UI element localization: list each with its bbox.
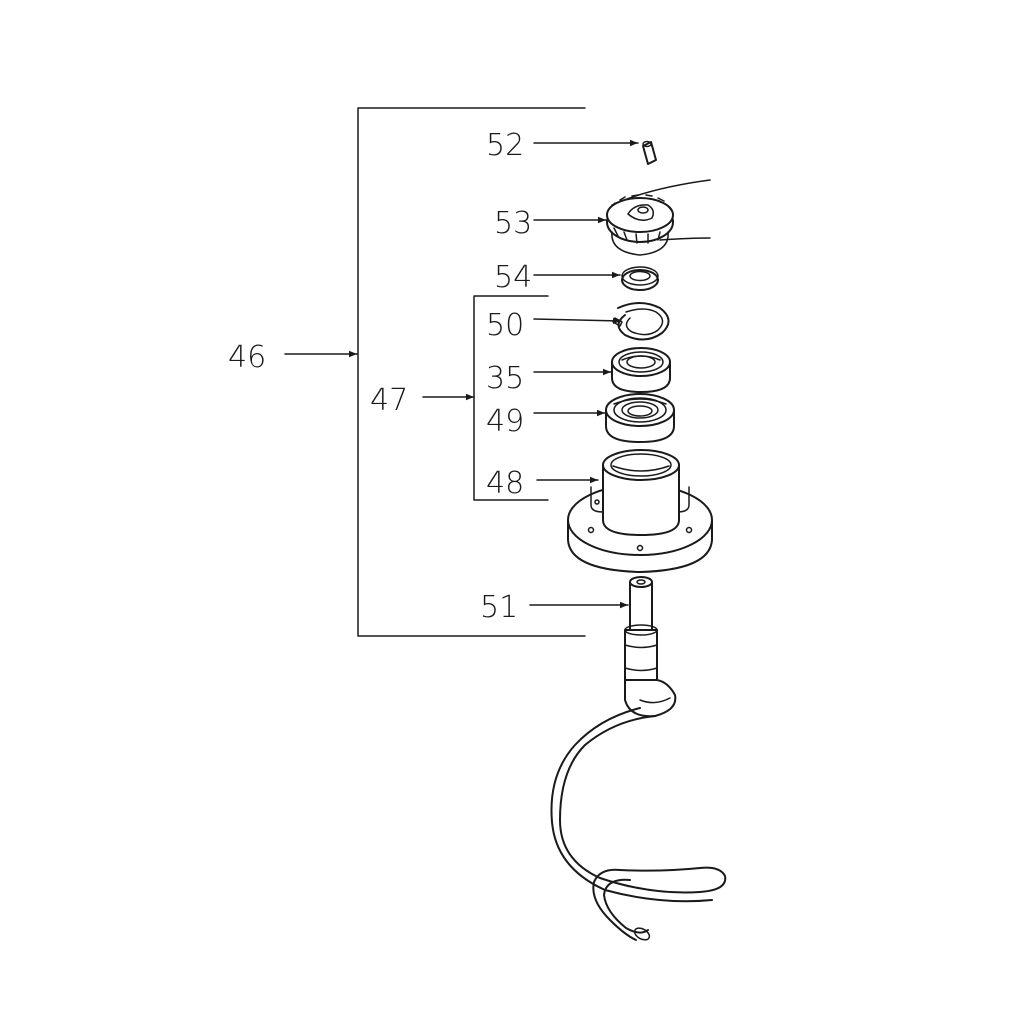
assembly-bracket-47 [473, 295, 549, 501]
label-48: 48 [486, 466, 524, 501]
part-51-dough-hook [550, 576, 727, 941]
label-51: 51 [480, 590, 518, 625]
assembly-bracket-46 [357, 107, 586, 637]
part-54-washer [621, 266, 659, 291]
arrow-50 [533, 317, 622, 325]
part-35-bearing [611, 347, 671, 393]
leader-arrows [284, 139, 639, 609]
label-53: 53 [494, 206, 532, 241]
label-49: 49 [486, 404, 524, 439]
part-53-nut [606, 179, 711, 256]
part-49-seal [605, 393, 675, 443]
part-48-flange-housing [567, 449, 713, 573]
label-54: 54 [494, 260, 532, 295]
part-52-pin [642, 140, 657, 165]
label-35: 35 [486, 361, 524, 396]
label-52: 52 [486, 128, 524, 163]
part-labels: 46 47 52 53 54 50 35 49 48 51 [228, 128, 532, 625]
label-50: 50 [486, 308, 524, 343]
label-46: 46 [228, 340, 266, 375]
label-47: 47 [370, 383, 408, 418]
